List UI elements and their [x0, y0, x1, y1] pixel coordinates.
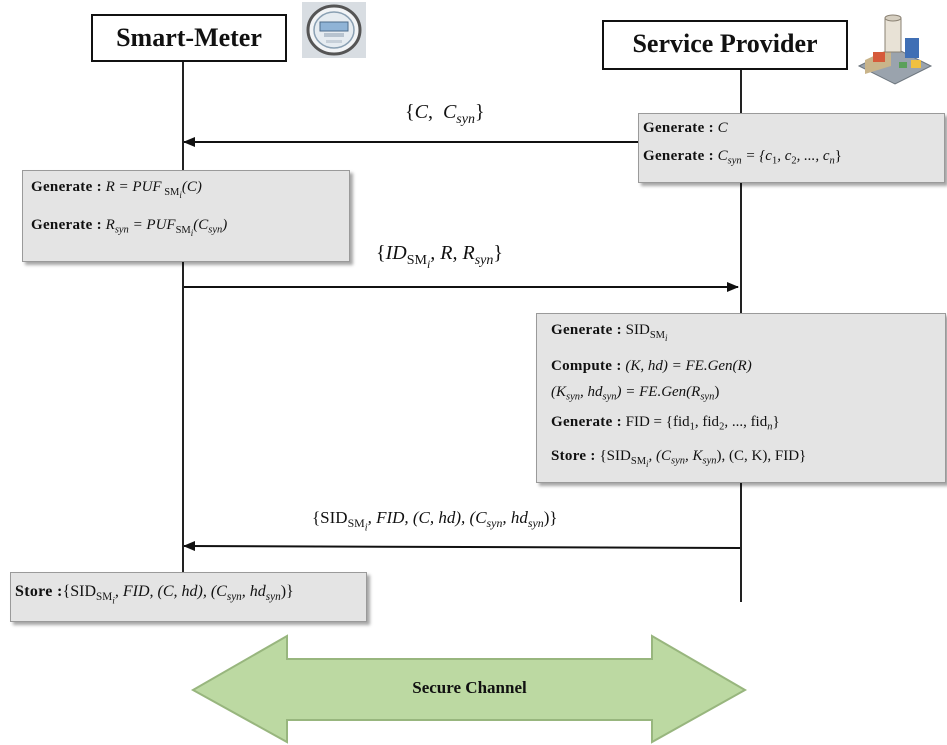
service-provider-title: Service Provider [632, 29, 818, 58]
message-storage-label: {SIDSMi, FID, (C, hd), (Csyn, hdsyn)} [312, 508, 558, 534]
sp-box1-line1: Generate : C [643, 120, 728, 136]
secure-channel-label: Secure Channel [412, 678, 527, 697]
sm-box1-line1: Generate : R = PUF SMi(C) [31, 179, 202, 200]
sp-enrollment-box: Generate : SIDSMi Compute : (K, hd) = FE… [536, 313, 946, 483]
sp-box2-line4: Generate : FID = {fid1, fid2, ..., fidn} [551, 414, 780, 433]
service-provider-entity: Service Provider [602, 20, 848, 70]
message-challenge-label: {C, Csyn} [405, 101, 485, 127]
sm-box1-line2: Generate : Rsyn = PUFSMi(Csyn) [31, 217, 228, 238]
sm-generate-response-box: Generate : R = PUF SMi(C) Generate : Rsy… [22, 170, 350, 262]
sp-box2-line5: Store : {SIDSMi, (Csyn, Ksyn), (C, K), F… [551, 448, 807, 469]
arrow-storage-data [183, 541, 741, 552]
sp-box1-line2: Generate : Csyn = {c1, c2, ..., cn} [643, 148, 842, 167]
sm-box2-line: Store :{SIDSMi, FID, (C, hd), (Csyn, hds… [15, 583, 294, 607]
sp-box2-line1: Generate : SIDSMi [551, 322, 668, 343]
sm-store-box: Store :{SIDSMi, FID, (C, hd), (Csyn, hds… [10, 572, 367, 622]
power-plant-icon [855, 8, 935, 88]
sp-box2-line2: Compute : (K, hd) = FE.Gen(R) [551, 358, 752, 374]
sp-box2-line3: (Ksyn, hdsyn) = FE.Gen(Rsyn) [551, 384, 720, 403]
smart-meter-lifeline [182, 58, 184, 588]
secure-channel-arrow [190, 634, 748, 744]
sp-generate-challenge-box: Generate : C Generate : Csyn = {c1, c2, … [638, 113, 945, 183]
smart-meter-icon [302, 2, 366, 58]
message-response-label: {IDSMi, R, Rsyn} [376, 242, 503, 272]
smart-meter-entity: Smart-Meter [91, 14, 287, 62]
smart-meter-title: Smart-Meter [116, 23, 262, 52]
